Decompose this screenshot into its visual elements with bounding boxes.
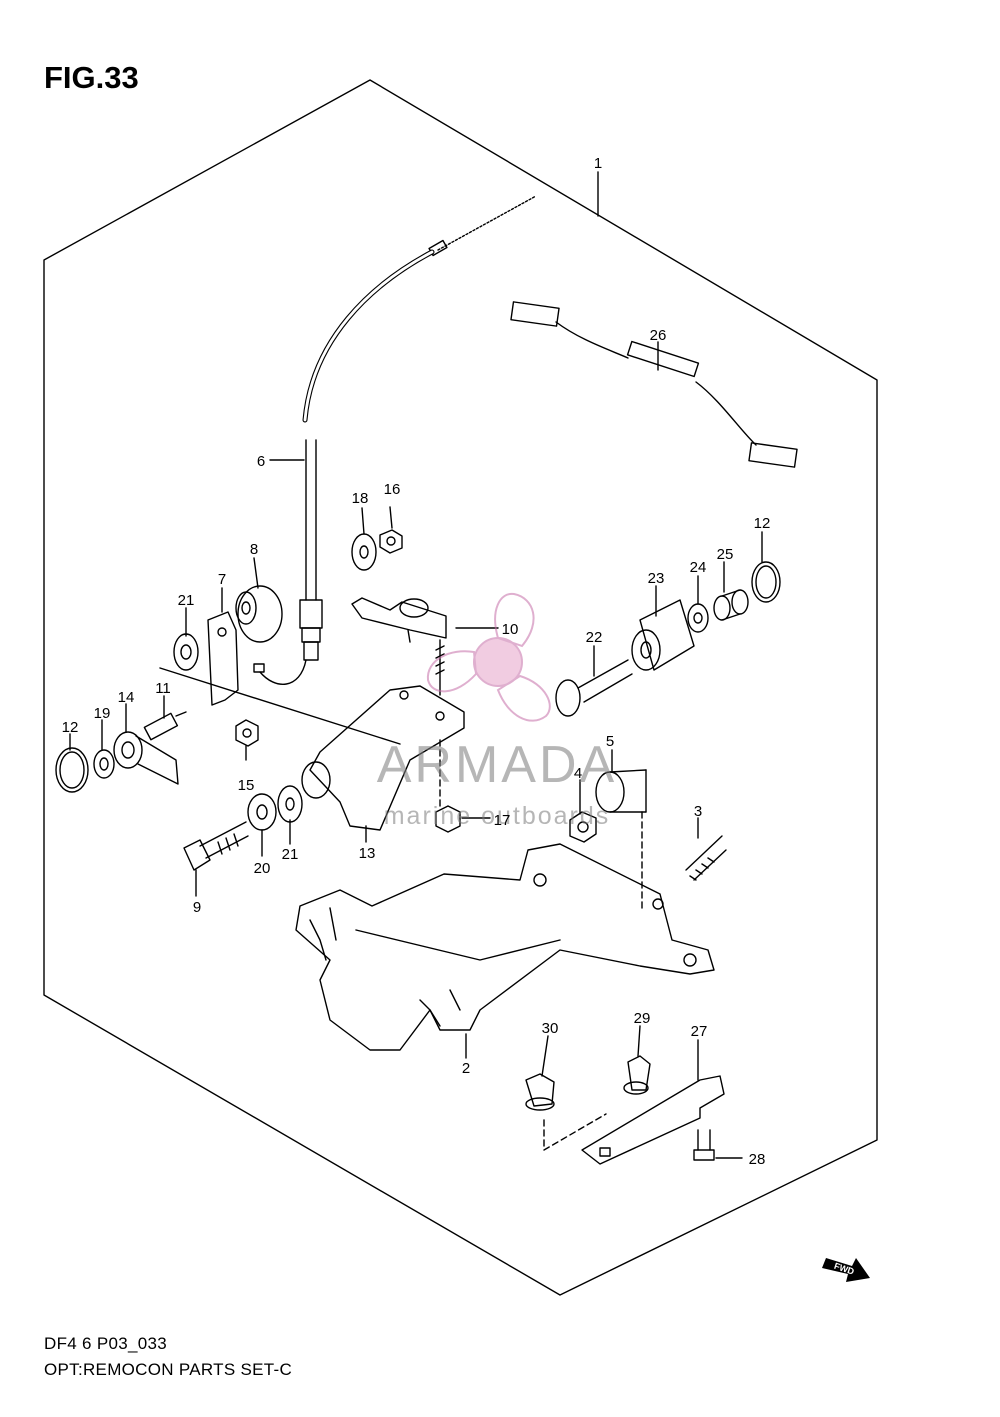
watermark-tagline: marine outboards [384,802,611,830]
part-20-washer [247,793,277,831]
watermark-logo [426,592,551,722]
model-code: DF4 6 P03_033 [44,1334,167,1353]
callout-3: 3 [694,803,702,820]
callout-23: 23 [648,570,665,587]
fwd-arrow-icon: FWD [822,1258,870,1282]
callout-28: 28 [749,1151,766,1168]
part-14-rod-end [113,731,179,785]
part-18-washer [351,533,377,571]
part-22-pivot-pin [555,659,633,717]
watermark-brand: ARMADA [377,736,617,794]
callout-29: 29 [634,1010,651,1027]
callout-22: 22 [586,629,603,646]
part-2-main-bracket [295,843,715,1051]
part-4-nut [569,811,597,843]
callout-11: 11 [155,680,171,697]
part-17-nut [435,805,461,833]
fwd-label: FWD [833,1261,856,1277]
callout-24: 24 [690,559,707,576]
part-13-link-plate [301,685,465,831]
callout-18: 18 [352,490,369,507]
callout-25: 25 [717,546,734,563]
callout-5: 5 [606,733,614,750]
callout-9: 9 [193,899,201,916]
part-12-ring-left [55,747,89,793]
callout-4: 4 [574,765,582,782]
part-26-wire-harness [510,301,798,468]
callout-10: 10 [502,621,519,638]
part-25-collar [713,589,749,621]
section-title: OPT:REMOCON PARTS SET-C [44,1360,293,1379]
part-6-remote-cable [253,195,537,685]
callout-17: 17 [494,812,511,829]
callout-15: 15 [238,777,255,794]
callout-21-bottom: 21 [282,846,299,863]
callout-16: 16 [384,481,401,498]
kit-outline [43,79,878,1296]
callout-12-left: 12 [62,719,79,736]
part-5-collar [595,769,647,813]
part-12-ring-right [751,561,781,603]
part-11-stud [143,711,187,741]
callout-14: 14 [118,689,135,706]
callout-2: 2 [462,1060,470,1077]
part-27-plate [581,1075,725,1165]
callout-1: 1 [594,155,602,172]
part-29-clip [623,1055,651,1095]
figure-title: FIG.33 [44,60,139,95]
callout-7: 7 [218,571,226,588]
callout-6: 6 [257,453,265,470]
callout-13: 13 [359,845,376,862]
part-19-washer [93,749,115,779]
callout-labels: 1 2 3 4 5 6 7 8 9 10 11 12 12 13 14 15 1… [62,155,771,1168]
part-16-nut [379,529,403,554]
leader-lines [69,171,763,1159]
callout-30: 30 [542,1020,559,1037]
part-15-nut [235,719,259,747]
callout-27: 27 [691,1023,708,1040]
part-8-grommet [235,585,283,643]
part-21-washer-b [277,785,303,823]
callout-20: 20 [254,860,271,877]
part-28-bolt [693,1129,715,1161]
part-10-lever [351,597,447,696]
callout-19: 19 [94,705,111,722]
callout-8: 8 [250,541,258,558]
part-24-washer [687,603,709,633]
part-21-washer-a [173,633,199,671]
part-7-bracket [207,611,239,706]
part-3-stud [685,835,727,881]
callout-12-right: 12 [754,515,771,532]
callout-26: 26 [650,327,667,344]
part-23-bushing [631,599,695,671]
part-9-bolt [183,821,249,871]
callout-21-top: 21 [178,592,195,609]
part-30-clip [525,1073,555,1111]
